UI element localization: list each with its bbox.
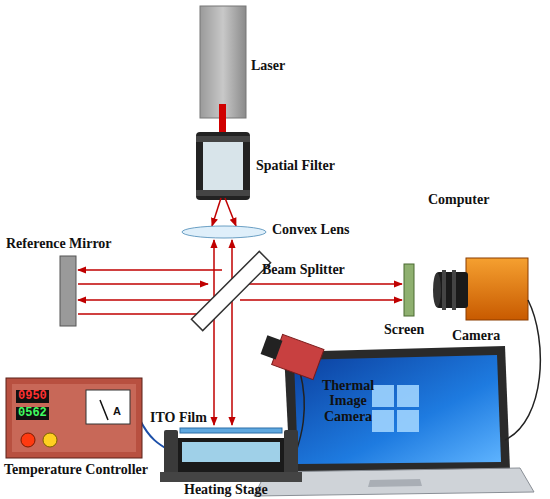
laser-beam xyxy=(219,104,226,134)
part-label: Convex Lens xyxy=(272,222,349,237)
part-label: Spatial Filter xyxy=(256,158,335,173)
temperature-controller xyxy=(6,378,142,458)
camera xyxy=(433,258,528,320)
camera-cable xyxy=(505,300,540,440)
screen xyxy=(404,264,414,316)
spatial-filter xyxy=(196,132,250,200)
laser-body xyxy=(200,6,246,118)
ito-film xyxy=(180,428,282,433)
beam-splitter xyxy=(191,251,270,330)
laser-beam xyxy=(78,240,402,425)
part-label: Temperature Controller xyxy=(4,462,148,477)
laser-beam xyxy=(212,198,236,226)
meter-unit: A xyxy=(113,405,121,417)
part-label: Laser xyxy=(251,58,285,73)
convex-lens xyxy=(182,226,266,238)
part-label: Computer xyxy=(428,192,489,207)
part-label: ITO Film xyxy=(150,410,207,425)
reference-mirror xyxy=(60,256,76,326)
thermal-image-camera xyxy=(259,330,324,380)
part-label: Screen xyxy=(384,322,424,337)
part-label: Reference Mirror xyxy=(6,236,112,251)
part-label: Camera xyxy=(452,328,500,343)
display-reading: 0950 xyxy=(16,390,49,403)
part-label: Thermal Image Camera xyxy=(316,378,380,424)
display-reading: 0562 xyxy=(16,407,49,420)
part-label: Heating Stage xyxy=(184,482,268,497)
heating-stage xyxy=(160,430,302,482)
part-label: Beam Splitter xyxy=(262,262,345,277)
